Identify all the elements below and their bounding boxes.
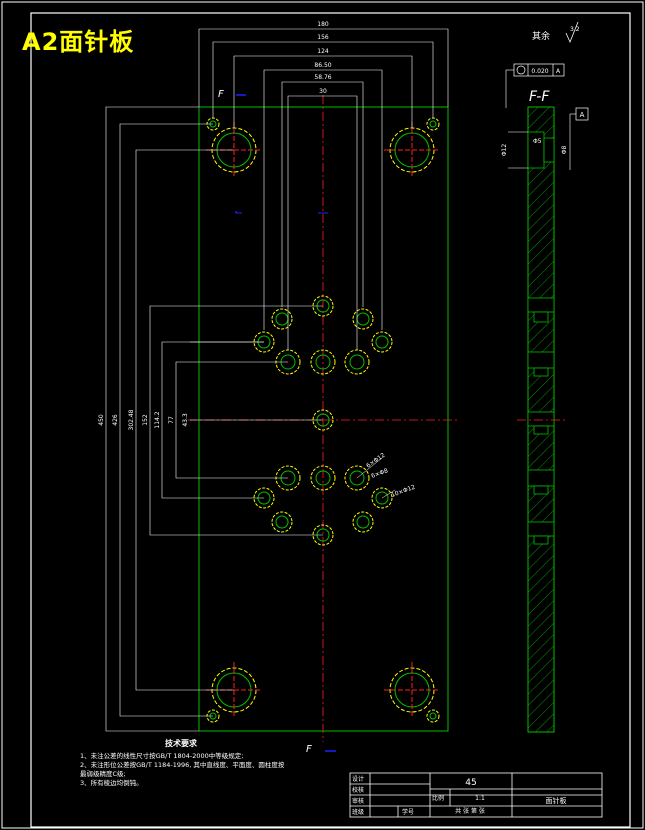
dim-top-4: 58.76 [314, 74, 331, 81]
section-dim-1: Φ8 [561, 146, 568, 155]
hole-callouts: 6×Φ12 6×Φ8 10×Φ12 [356, 452, 416, 499]
left-dimensions [105, 106, 323, 732]
tb-sheet: 共 张 第 张 [455, 807, 485, 815]
screw-hole-br [426, 709, 440, 723]
dim-left-5: 77 [168, 416, 175, 424]
tolerance-frame: 0.020 A [505, 63, 565, 108]
tolerance-value: 0.020 [531, 68, 548, 75]
pin-hole [310, 349, 336, 375]
dim-left-6: 43.3 [182, 413, 189, 427]
section-title: F-F [529, 89, 550, 105]
screw-hole-tr [426, 117, 440, 131]
section-bores [527, 131, 555, 545]
tb-part-name: 面针板 [546, 796, 567, 805]
tb-row-1: 校核 [352, 786, 364, 794]
section-markers: F F [218, 89, 336, 755]
sheet-title: A2面针板 [22, 28, 135, 56]
notes-heading: 技术要求 [165, 738, 198, 748]
title-block [349, 772, 603, 818]
pin-hole [344, 465, 370, 491]
dim-left-0: 450 [98, 414, 105, 426]
tb-material: 45 [465, 778, 476, 788]
pin-hole [344, 349, 370, 375]
pin-hole [271, 308, 293, 330]
cut-label-bottom: F [306, 744, 312, 755]
tb-row-2: 审核 [352, 797, 364, 805]
rest-note: 其余 [532, 32, 551, 42]
left-dimension-labels: 450 426 302.48 152 114.2 77 43.3 [98, 409, 189, 430]
pin-hole [371, 331, 393, 353]
plate-outline [198, 106, 449, 732]
pin-hole [310, 465, 336, 491]
section-dim-0: Φ12 [501, 144, 508, 157]
roughness-value: 3.2 [570, 26, 580, 33]
note-line-0: 1、未注公差的线性尺寸按GB/T 1804-2000中等级规定; [80, 751, 243, 760]
corner-hole-tr [384, 122, 440, 178]
callout-1: 6×Φ8 [370, 467, 389, 480]
plate-front-view [188, 95, 460, 742]
note-line-1: 2、未注形位公差按GB/T 1184-1996, 其中直线度、平面度、圆柱度按 [80, 760, 285, 769]
tolerance-datum: A [556, 68, 561, 75]
top-dimensions [198, 28, 449, 350]
dim-top-5: 30 [319, 88, 327, 95]
top-dimension-labels: 180 156 124 86.50 58.76 30 [314, 21, 331, 95]
note-line-3: 3、所有棱边均倒钝。 [80, 778, 143, 787]
dim-left-2: 302.48 [128, 409, 135, 430]
pin-hole [352, 511, 374, 533]
tb-row-3: 班级 [352, 808, 364, 816]
tb-row-4: 学号 [402, 808, 414, 816]
dim-left-4: 114.2 [154, 411, 161, 428]
pin-hole [371, 487, 393, 509]
section-view: F-F A Φ12 Φ8 Φ5 [501, 89, 589, 733]
datum-box: A [580, 111, 585, 119]
note-line-2: 最弱级精度C级; [80, 769, 126, 778]
dim-top-0: 180 [317, 21, 329, 28]
technical-notes: 技术要求 1、未注公差的线性尺寸按GB/T 1804-2000中等级规定; 2、… [80, 738, 285, 787]
title-block-text: 设计 校核 审核 班级 学号 45 比例 1:1 共 张 第 张 面针板 [352, 775, 567, 816]
dim-left-1: 426 [112, 414, 119, 426]
tb-scale-value: 1:1 [475, 795, 485, 802]
dim-top-1: 156 [317, 34, 329, 41]
inner-frame [30, 12, 631, 828]
callout-0: 6×Φ12 [365, 452, 387, 470]
corner-hole-br [384, 662, 440, 718]
pin-hole [271, 511, 293, 533]
pin-hole [352, 308, 374, 330]
dim-top-3: 86.50 [314, 62, 331, 69]
tb-row-0: 设计 [352, 775, 364, 783]
dim-top-2: 124 [317, 48, 329, 55]
dim-left-3: 152 [142, 414, 149, 426]
cut-label-top: F [218, 89, 224, 100]
tb-scale-label: 比例 [432, 794, 444, 802]
callout-2: 10×Φ12 [390, 484, 416, 499]
section-dim-2: Φ5 [533, 138, 542, 145]
roughness-symbol: 3.2 [565, 21, 580, 44]
